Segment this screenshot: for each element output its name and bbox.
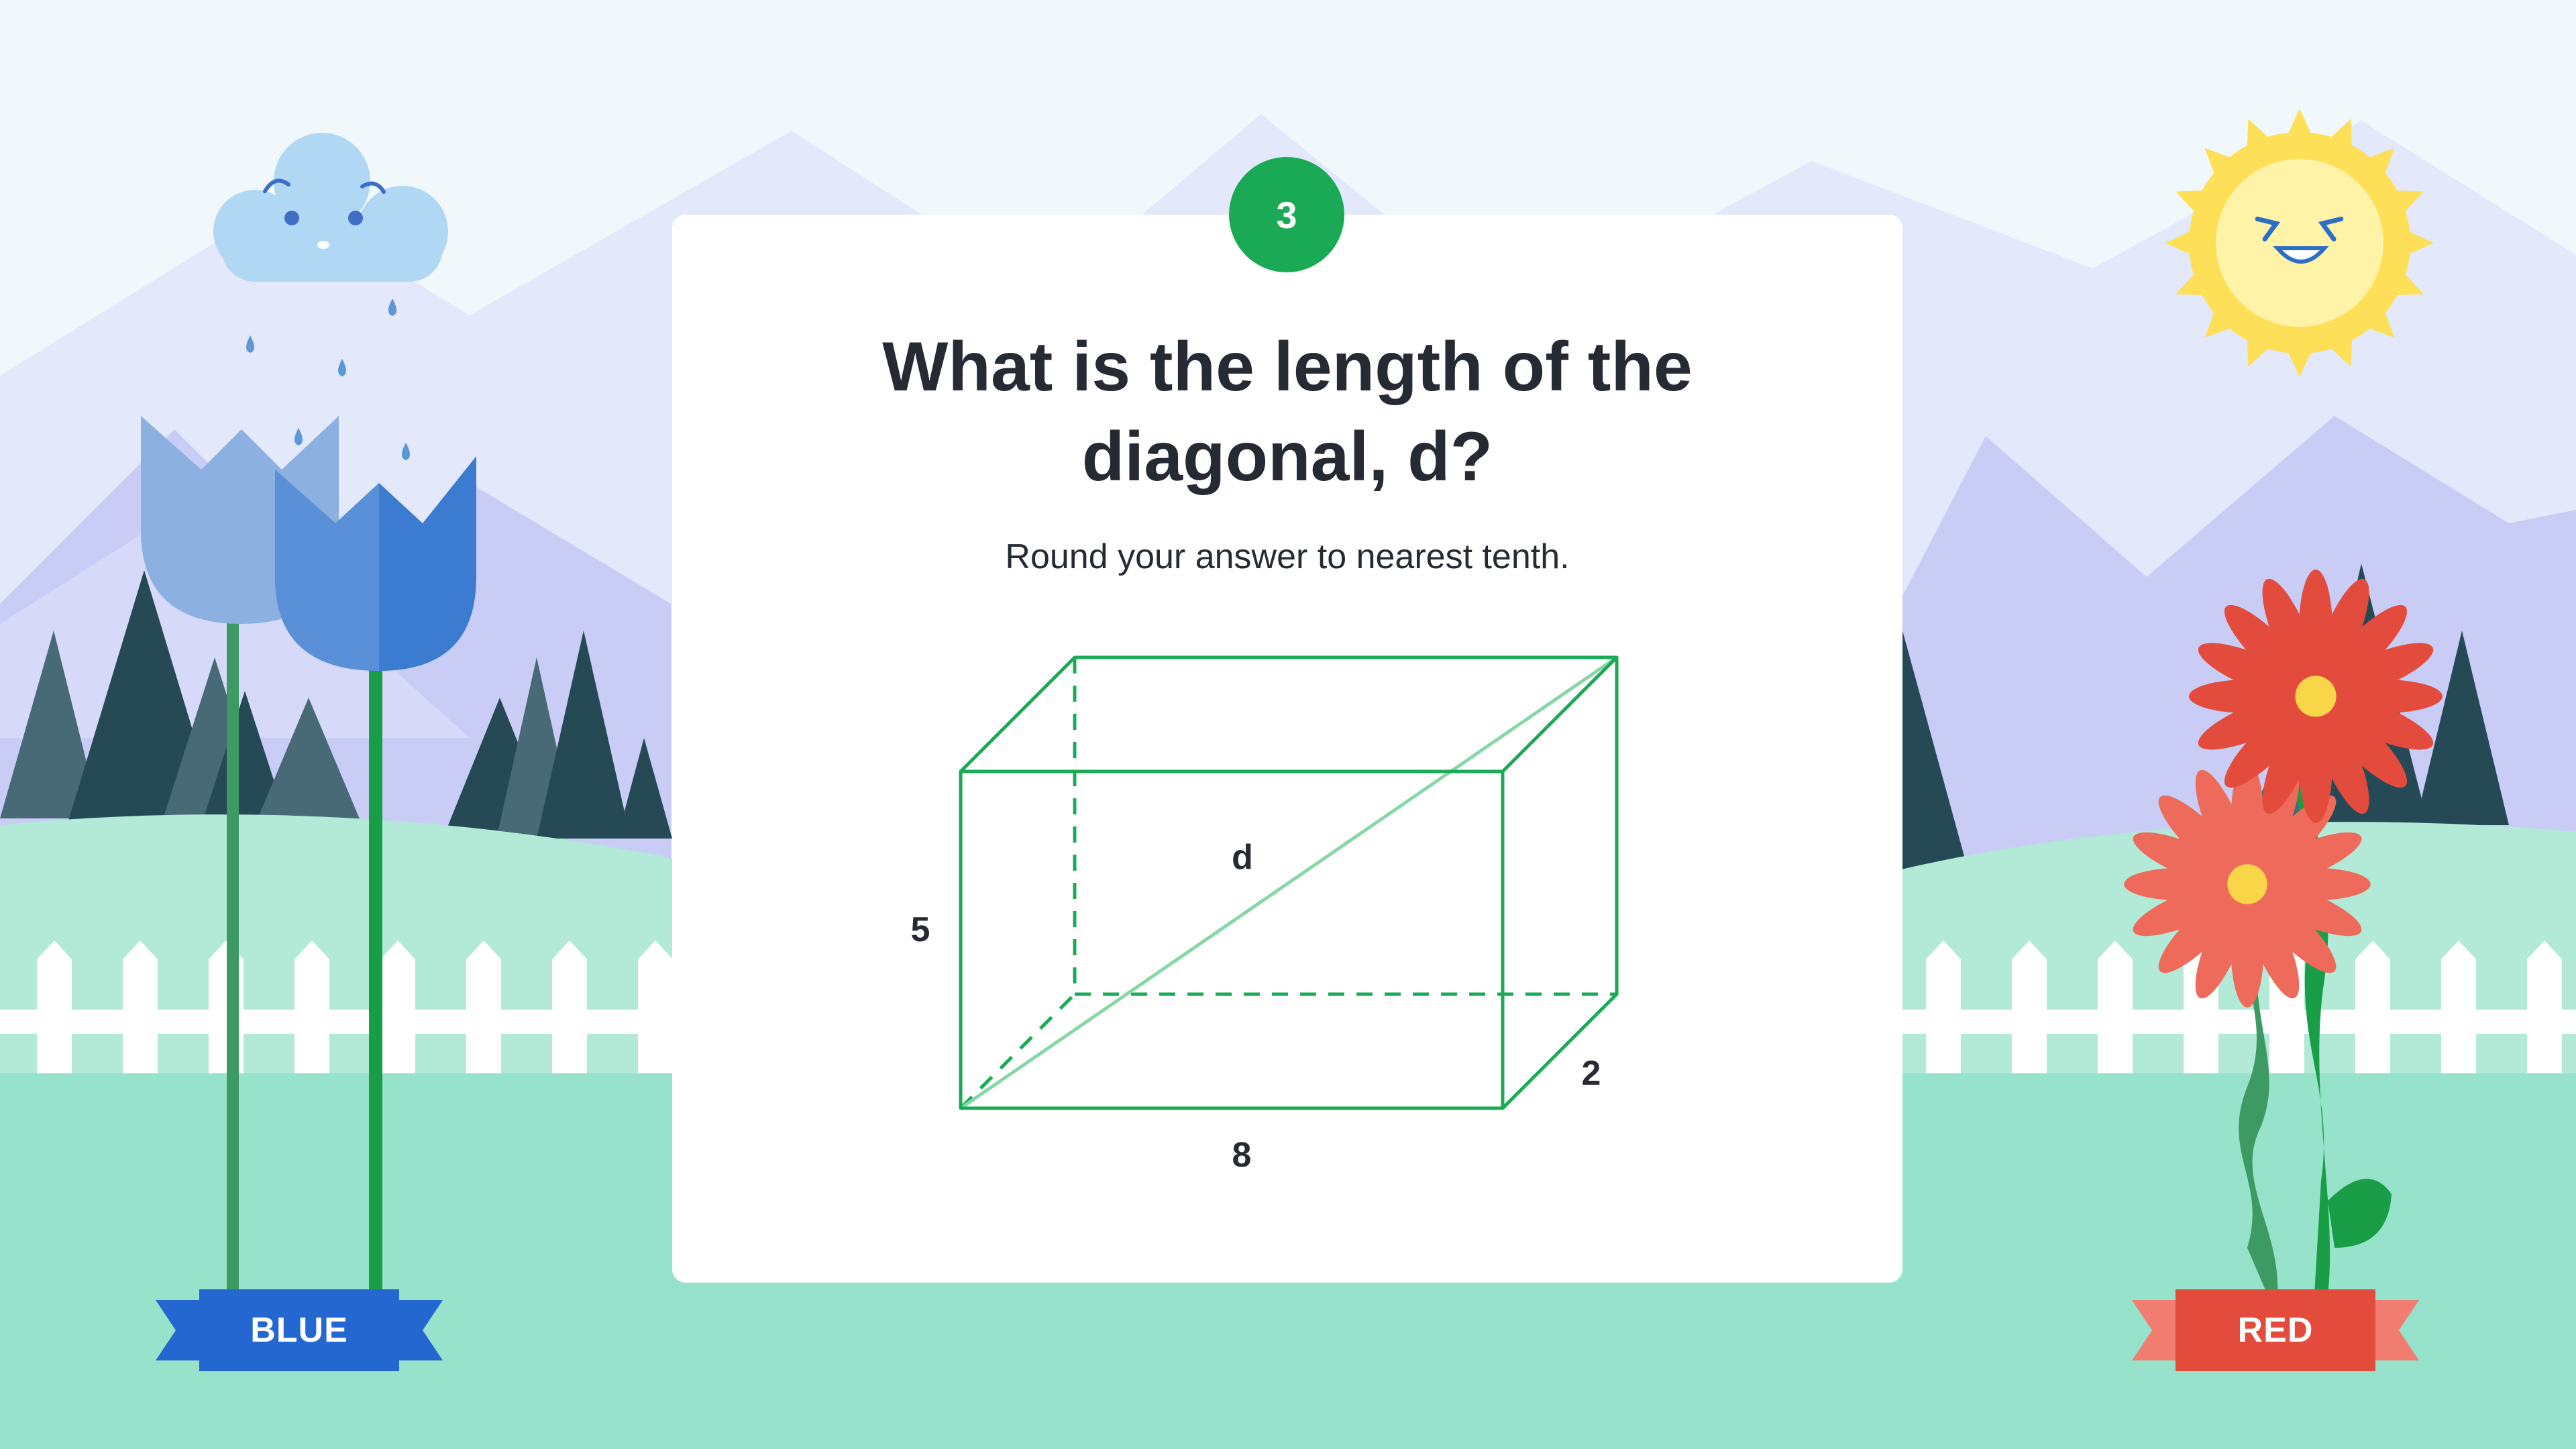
question-number-badge: 3 — [1229, 157, 1344, 272]
team-red-label: RED — [2237, 1311, 2314, 1350]
team-red-ribbon: RED — [2132, 1287, 2419, 1374]
question-title: What is the length of the diagonal, d? — [882, 328, 1693, 496]
red-flowers — [2124, 570, 2443, 1295]
diagonal-line — [959, 655, 1618, 1110]
fence-picket — [466, 941, 501, 1073]
figure-front-face — [959, 769, 1505, 1110]
figure-top-face — [959, 655, 1619, 773]
question-instruction: Round your answer to nearest tenth. — [1005, 537, 1570, 576]
fence-picket — [552, 941, 587, 1073]
width-label: 2 — [1581, 1054, 1601, 1093]
ribbon-shape — [2132, 1289, 2419, 1371]
fence-picket — [123, 941, 158, 1073]
diagonal-label: d — [1232, 838, 1253, 877]
blue-tulips — [141, 416, 476, 1295]
fence-picket — [380, 941, 415, 1073]
fence-picket — [2441, 941, 2476, 1073]
box-figure — [959, 655, 1619, 1110]
height-label: 5 — [910, 910, 930, 949]
fence-picket — [37, 941, 72, 1073]
ribbon-shape — [156, 1289, 443, 1371]
fence-picket — [294, 941, 329, 1073]
fence-picket — [2527, 941, 2562, 1073]
fence-picket — [2012, 941, 2047, 1073]
figure-hidden-edge — [959, 993, 1076, 1110]
fence-picket — [1926, 941, 1961, 1073]
fence-picket — [638, 941, 673, 1073]
figure-right-face — [1501, 657, 1619, 1110]
cloud-character — [213, 133, 448, 500]
team-blue-label: BLUE — [250, 1311, 348, 1350]
length-label: 8 — [1232, 1136, 1252, 1175]
pine-trees-left — [0, 570, 672, 839]
question-card — [672, 215, 1902, 1283]
team-blue-ribbon: BLUE — [156, 1287, 443, 1374]
fence-picket — [2098, 941, 2133, 1073]
fence-picket — [2355, 941, 2390, 1073]
sun-character — [2165, 109, 2434, 377]
